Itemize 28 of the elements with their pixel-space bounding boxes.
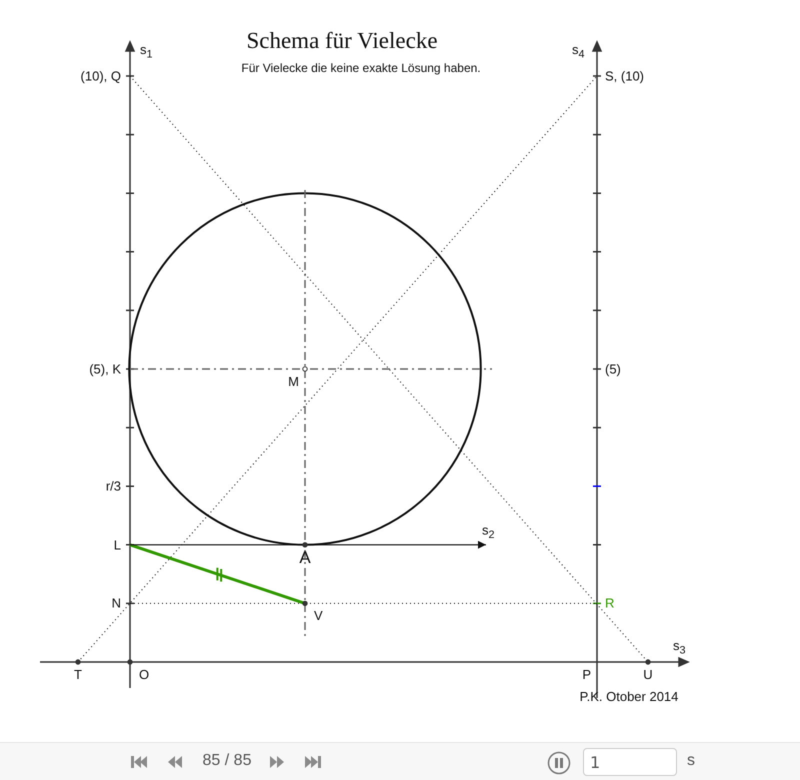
point-label: O	[139, 667, 150, 682]
point-label: L	[114, 537, 121, 552]
frame-counter: 85 / 85	[202, 752, 252, 770]
line-segment	[130, 543, 306, 605]
input-field: 1	[583, 748, 677, 776]
point-label: R	[605, 596, 614, 611]
point-label: (5), K	[89, 362, 121, 376]
title: Schema für Vielecke	[246, 28, 438, 54]
point-label: V	[314, 608, 323, 624]
point-label: r/3	[106, 478, 121, 494]
point-label: T	[74, 667, 82, 682]
point-label: P	[582, 667, 591, 682]
axis-label: s$_{4}$	[572, 42, 585, 63]
point-label: (10), Q	[80, 68, 121, 84]
point-label: U	[643, 667, 653, 682]
point-label: A	[299, 550, 311, 565]
point-label: M	[288, 374, 299, 389]
point-label: S, (10)	[605, 68, 644, 84]
axis-label: s$_{1}$	[140, 42, 153, 63]
author-note: P.K. Otober 2014	[580, 689, 678, 704]
dotted-line	[130, 602, 598, 604]
subtitle: Für Vielecke die keine exakte Lösung haben.	[241, 61, 481, 76]
point-label: s$_{2}$	[482, 522, 495, 543]
axis-label: s$_{3}$	[673, 638, 686, 659]
arrow	[130, 540, 486, 549]
point-label: (5)	[605, 362, 621, 376]
unit-label: s	[687, 752, 695, 770]
point-label: N	[112, 596, 121, 611]
